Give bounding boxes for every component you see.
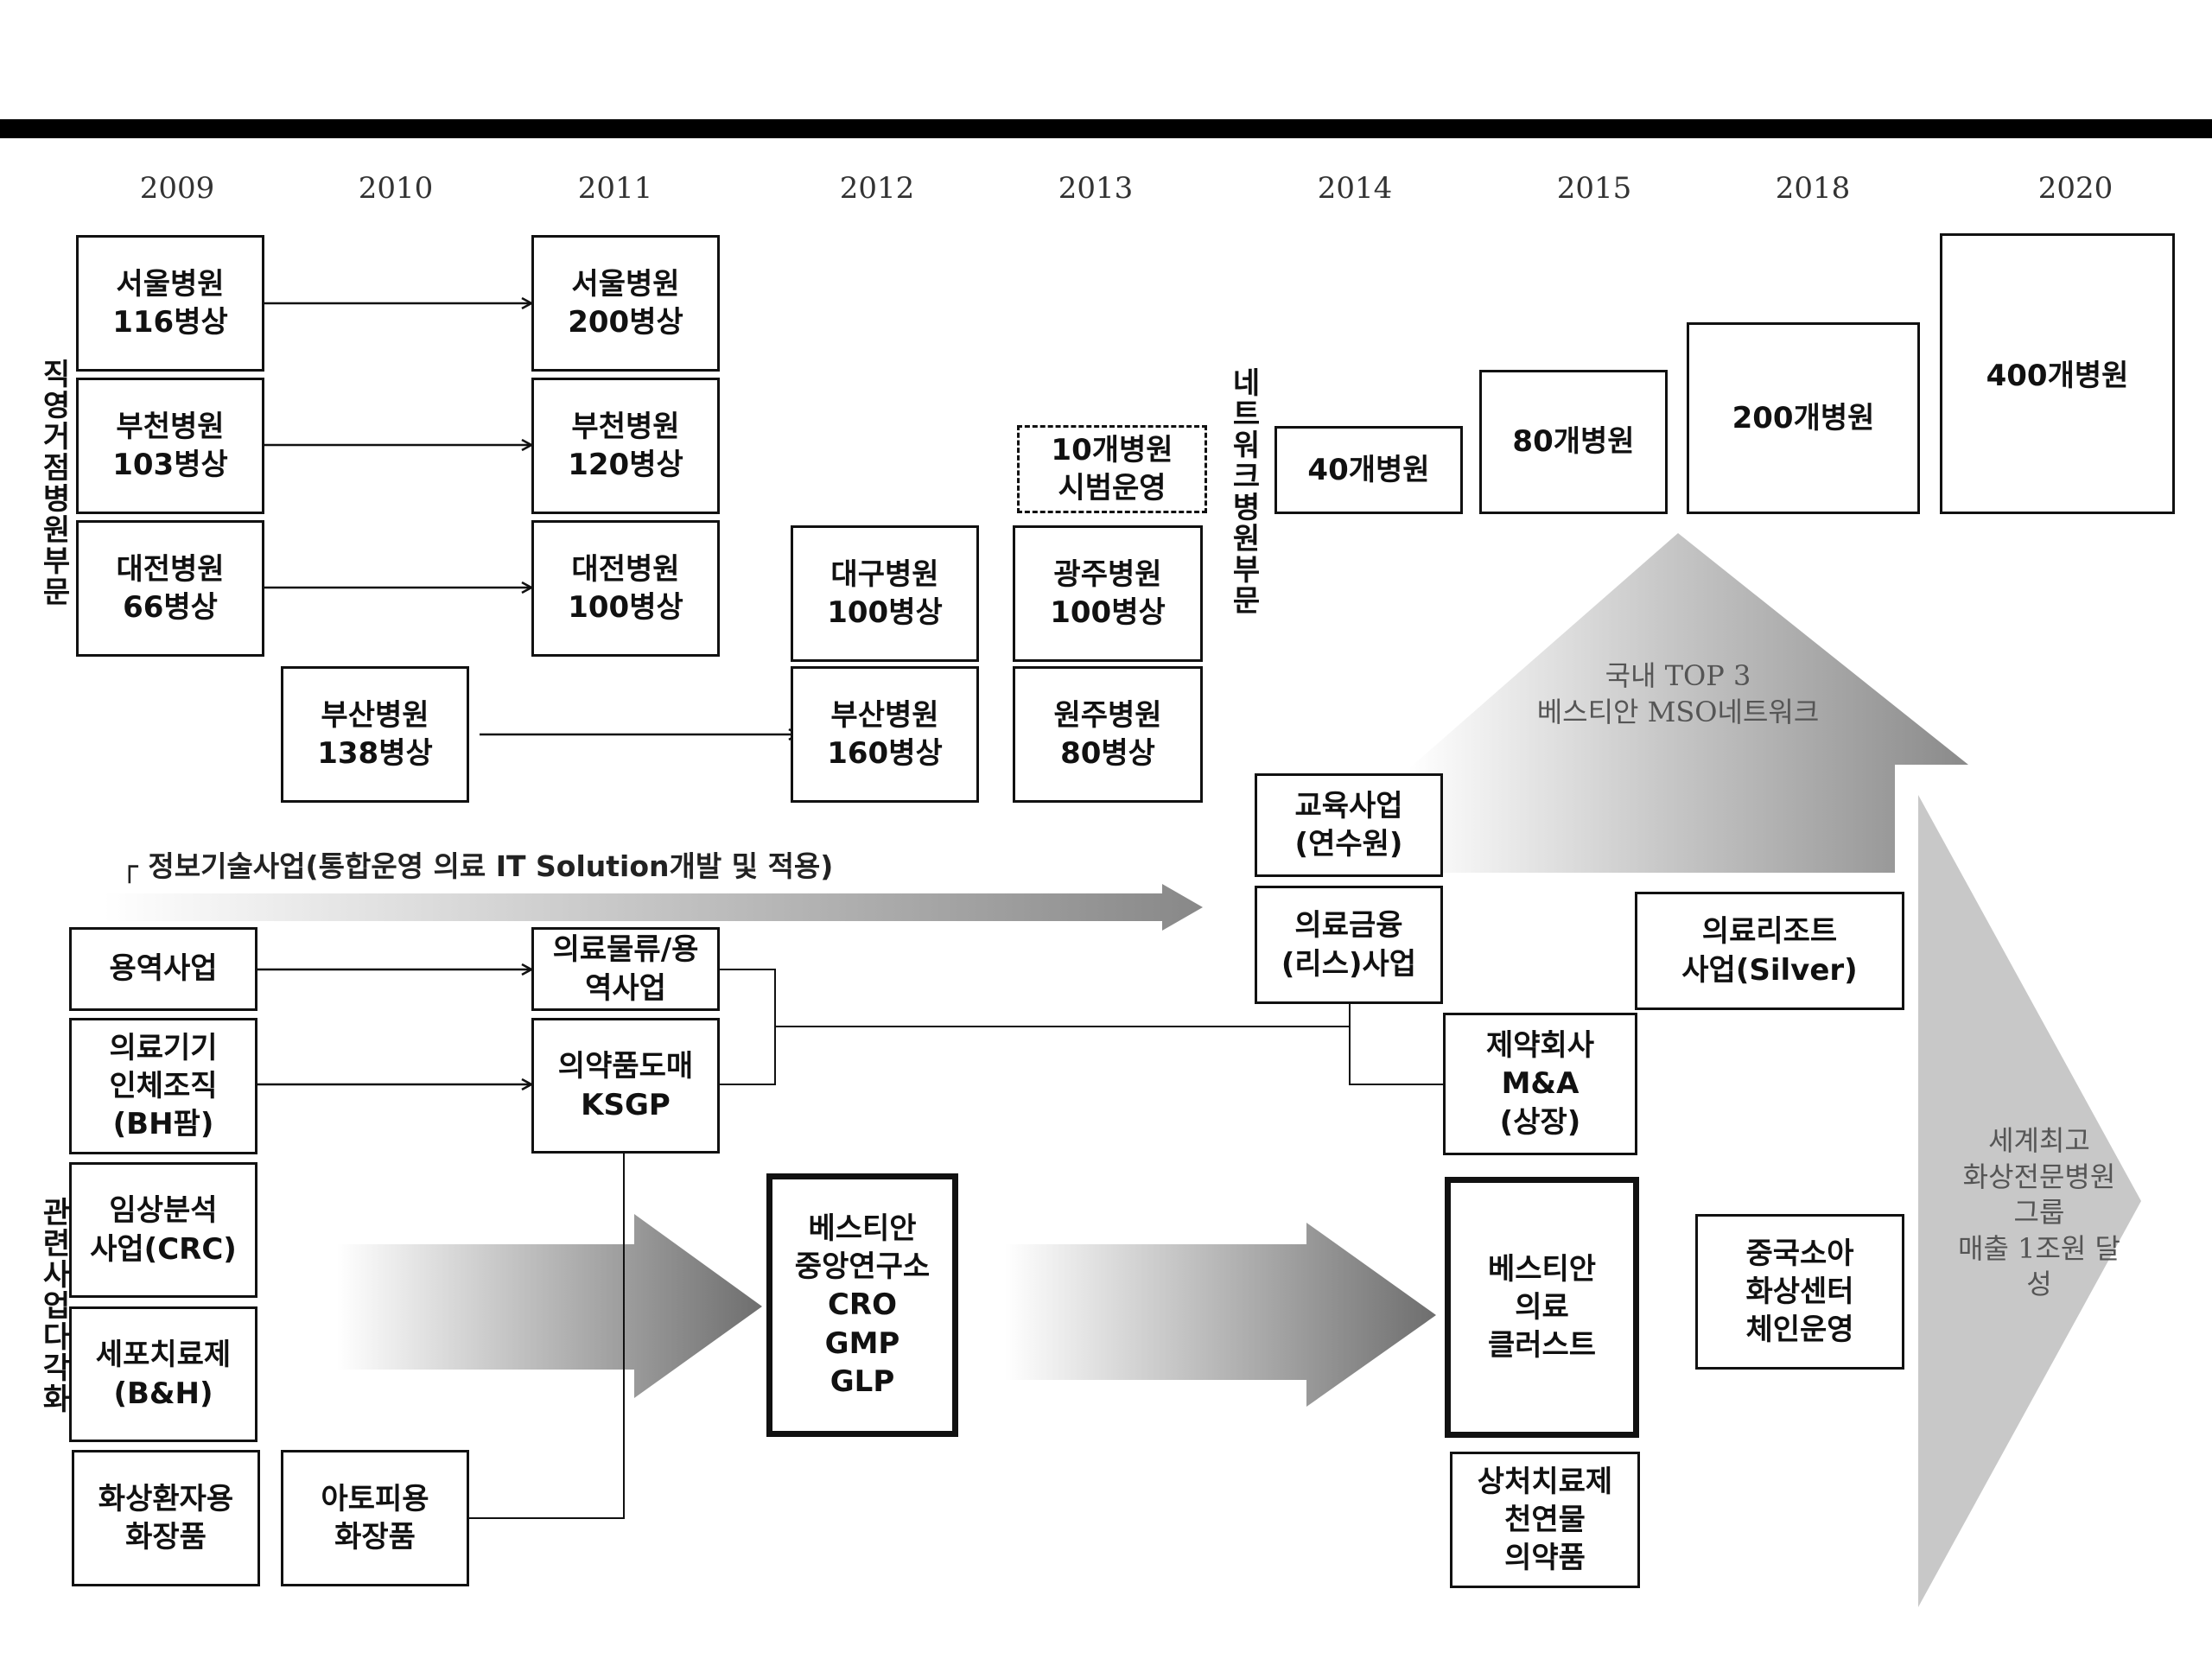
box-daegu-2012: 대구병원 100병상 (791, 525, 979, 662)
box-network-2018: 200개병원 (1687, 322, 1920, 514)
box-network-2020: 400개병원 (1940, 233, 2175, 514)
box-wonju-2013: 원주병원 80병상 (1013, 666, 1203, 803)
year-label: 2014 (1317, 171, 1393, 206)
goal-arrow (1918, 795, 2141, 1607)
year-label: 2015 (1556, 171, 1632, 206)
box-wholesale: 의약품도매 KSGP (531, 1018, 720, 1154)
box-busan-2010: 부산병원 138병상 (281, 666, 469, 803)
flow-arrow-1 (337, 1214, 762, 1398)
box-burn-cosmetic: 화상환자용 화장품 (72, 1450, 260, 1586)
connector-logistics-wholesale (718, 969, 776, 1085)
top-rule (0, 119, 2212, 138)
box-busan-2012: 부산병원 160병상 (791, 666, 979, 803)
box-education: 교육사업 (연수원) (1255, 773, 1443, 877)
section-label-network: 네트워크병원부문 (1226, 367, 1261, 616)
box-seoul-2009: 서울병원 116병상 (76, 235, 264, 372)
year-label: 2010 (358, 171, 434, 206)
section-label-related: 관련사업다각화 (36, 1197, 71, 1414)
box-pharma: 제약회사 M&A (상장) (1443, 1013, 1637, 1155)
it-arrow (104, 884, 1203, 931)
year-label: 2018 (1775, 171, 1851, 206)
year-label: 2013 (1058, 171, 1134, 206)
box-wound-drug: 상처치료제 천연물 의약품 (1450, 1452, 1640, 1588)
box-network-2014: 40개병원 (1274, 426, 1463, 514)
box-service: 용역사업 (69, 927, 257, 1011)
flow-arrow-2 (1005, 1223, 1436, 1407)
year-label: 2009 (139, 171, 215, 206)
box-atopy-cosmetic: 아토피용 화장품 (281, 1450, 469, 1586)
box-medical-cluster: 베스티안 의료 클러스트 (1445, 1177, 1639, 1438)
box-daejeon-2011: 대전병원 100병상 (531, 520, 720, 657)
year-label: 2011 (577, 171, 653, 206)
box-finance: 의료금융 (리스)사업 (1255, 886, 1443, 1004)
box-seoul-2011: 서울병원 200병상 (531, 235, 720, 372)
box-gwangju-2013: 광주병원 100병상 (1013, 525, 1203, 662)
mso-annotation: 국내 TOP 3 베스티안 MSO네트워크 (1536, 659, 1820, 728)
year-label: 2012 (839, 171, 915, 206)
section-label-direct: 직영거점병원부문 (36, 359, 71, 607)
connector-finance-pharma (1349, 1004, 1443, 1085)
it-business-label: ┌ 정보기술사업(통합운영 의료 IT Solution개발 및 적용) (121, 849, 834, 883)
box-daejeon-2009: 대전병원 66병상 (76, 520, 264, 657)
box-resort: 의료리조트 사업(Silver) (1635, 892, 1904, 1010)
box-bucheon-2009: 부천병원 103병상 (76, 378, 264, 514)
box-research-center: 베스티안 중앙연구소 CRO GMP GLP (766, 1173, 958, 1437)
box-crc: 임상분석 사업(CRC) (69, 1162, 257, 1298)
box-cell: 세포치료제 (B&H) (69, 1306, 257, 1442)
goal-annotation: 세계최고 화상전문병원그룹 매출 1조원 달성 (1958, 1124, 2120, 1301)
year-label: 2020 (2037, 171, 2113, 206)
box-china-burn-center: 중국소아 화상센터 체인운영 (1695, 1214, 1904, 1370)
box-logistics: 의료물류/용 역사업 (531, 927, 720, 1011)
connector-atopy-wholesale (468, 1152, 625, 1519)
box-device: 의료기기 인체조직 (BH팜) (69, 1018, 257, 1154)
mso-arrow (1408, 533, 1968, 873)
box-pilot-2013: 10개병원 시범운영 (1017, 425, 1207, 513)
box-network-2015: 80개병원 (1479, 370, 1668, 514)
box-bucheon-2011: 부천병원 120병상 (531, 378, 720, 514)
